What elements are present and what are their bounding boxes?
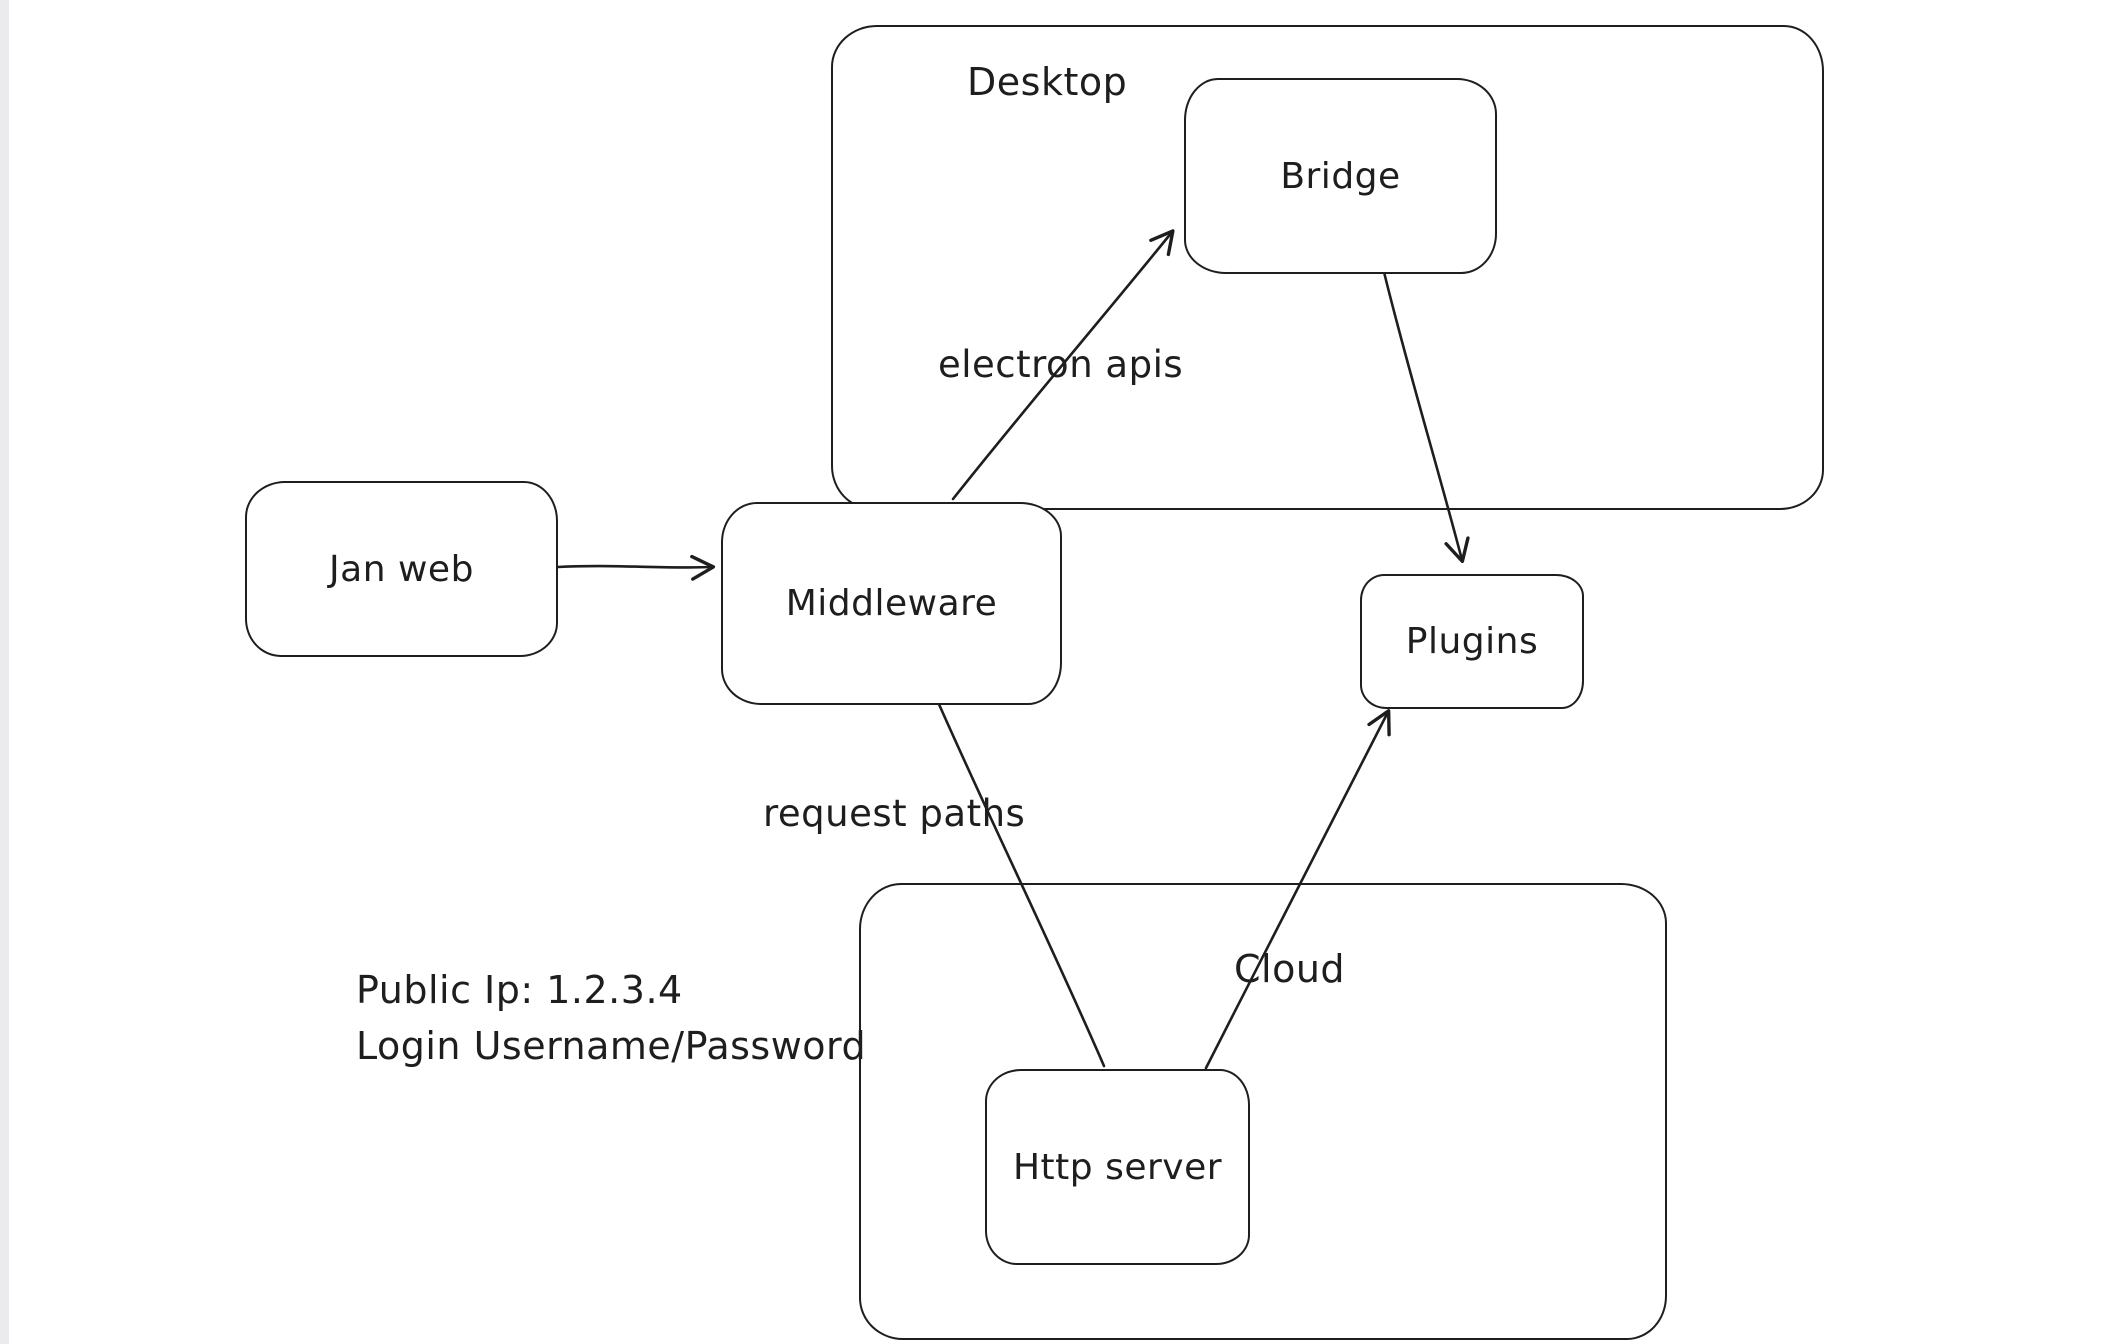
node-plugins-label: Plugins xyxy=(1405,621,1539,662)
node-bridge-label: Bridge xyxy=(1280,155,1401,197)
node-http-server: Http server xyxy=(985,1069,1250,1265)
edge-label-electron-apis: electron apis xyxy=(938,343,1184,386)
edge-label-request-paths: request paths xyxy=(763,792,1026,835)
container-cloud-label: Cloud xyxy=(1234,947,1346,991)
container-desktop: Desktop xyxy=(831,25,1824,510)
left-gutter xyxy=(0,0,9,1344)
node-middleware-label: Middleware xyxy=(785,583,998,624)
node-bridge: Bridge xyxy=(1184,78,1497,274)
container-desktop-label: Desktop xyxy=(967,60,1128,104)
node-middleware: Middleware xyxy=(721,502,1062,705)
annotation-credentials: Public Ip: 1.2.3.4 Login Username/Passwo… xyxy=(356,962,866,1074)
node-http-server-label: Http server xyxy=(1012,1146,1223,1188)
edge-janweb-middleware xyxy=(556,554,716,581)
annotation-login: Login Username/Password xyxy=(356,1024,867,1068)
node-jan-web-label: Jan web xyxy=(329,548,474,590)
node-jan-web: Jan web xyxy=(245,481,558,657)
node-plugins: Plugins xyxy=(1360,574,1584,709)
annotation-public-ip: Public Ip: 1.2.3.4 xyxy=(356,968,683,1012)
container-cloud: Cloud xyxy=(859,883,1667,1340)
